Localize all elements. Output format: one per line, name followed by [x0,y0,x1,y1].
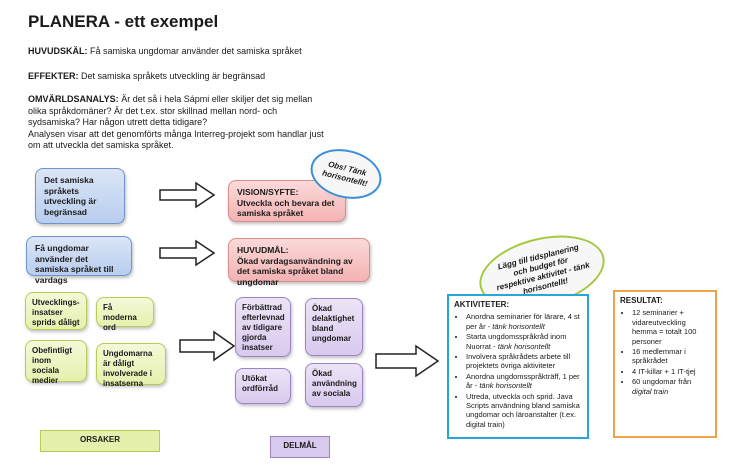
arrow-right-icon [159,239,216,267]
cause-box-language: Det samiska språkets utveckling är begrä… [35,168,125,224]
huvudmal-box: HUVUDMÅL: Ökad vardagsanvändning av det … [228,238,370,287]
effekter-text: Det samiska språkets utveckling är begrä… [78,71,266,81]
aktiviteter-item: Utreda, utveckla och sprid. Java Scripts… [466,392,582,430]
resultat-item: 12 seminarier + vidareutveckling hemma =… [632,308,710,346]
arrow-right-icon [159,181,216,209]
huvudskal-text: Få samiska ungdomar använder det samiska… [87,46,302,56]
cause-box-youth-text: Få ungdomar använder det samiska språket… [35,243,114,285]
huvudskal-label: HUVUDSKÄL: [28,46,88,56]
aktiviteter-item-text: Anordna seminarier för lärare, 4 st per … [466,312,580,331]
delmal-box-1: Förbättrad efterlevnad av tidigare gjord… [235,297,291,357]
cause-box-youth: Få ungdomar använder det samiska språket… [26,236,132,285]
aktiviteter-item-emphasis: tänk horisontellt [497,341,551,351]
delmal-box-4: Ökad användning av sociala [305,363,363,407]
aktiviteter-item: Starta ungdomsspråkråd inom Nuorrat - tä… [466,332,582,351]
resultat-item-text: 16 medlemmar i språkrådet [632,347,686,366]
orsak-2-text: Få moderna ord [103,303,137,332]
cause-box-language-text: Det samiska språkets utveckling är begrä… [44,175,97,217]
aktiviteter-item-text: Utreda, utveckla och sprid. Java Scripts… [466,391,580,429]
huvudmal-label: HUVUDMÅL: [237,245,289,255]
arrow-right-icon [375,344,440,378]
huvudmal-text: Ökad vardagsanvändning av det samiska sp… [237,255,353,287]
resultat-item-text: 12 seminarier + vidareutveckling hemma =… [632,308,697,346]
aktiviteter-item: Involvera språkrådets arbete till projek… [466,352,582,371]
aktiviteter-item: Anordna seminarier för lärare, 4 st per … [466,312,582,331]
delmal-4-text: Ökad användning av sociala [312,369,357,398]
delmal-box-2: Ökad delaktighet bland ungdomar [305,298,363,356]
huvudskal-line: HUVUDSKÄL: Få samiska ungdomar använder … [28,46,328,58]
orsak-box-3: Obefintligt inom sociala medier [25,340,87,385]
vision-text: Utveckla och bevara det samiska språket [237,197,335,219]
resultat-title: RESULTAT: [620,296,663,305]
omvarldsanalys-block: OMVÄRLDSANALYS: Är det så i hela Sápmi e… [28,94,328,152]
delmal-1-text: Förbättrad efterlevnad av tidigare gjord… [242,303,285,352]
orsaker-label-text: ORSAKER [79,435,120,444]
aktiviteter-title: AKTIVITETER: [454,300,510,309]
omvarld-text: Är det så i hela Sápmi eller skiljer det… [28,94,313,127]
tank-oval-text: Obs! Tänk horisontellt! [321,159,369,189]
resultat-item-text: 4 IT-killar + 1 IT-tjej [632,366,696,376]
aktiviteter-item-emphasis: tänk horisontellt [492,321,545,331]
resultat-item: 16 medlemmar i språkrådet [632,347,710,366]
orsak-box-2: Få moderna ord [96,297,154,332]
resultat-frame: RESULTAT: 12 seminarier + vidareutveckli… [613,290,717,438]
orsak-3-text: Obefintligt inom sociala medier [32,346,72,385]
aktiviteter-item: Anordna ungdomsspråkträff, 1 per år - tä… [466,372,582,391]
delmal-2-text: Ökad delaktighet bland ungdomar [312,304,355,343]
omvarld-text2: Analysen visar att det genomförts många … [28,128,324,151]
delmal-3-text: Utökat ordförråd [242,374,278,393]
page-title: PLANERA - ett exempel [28,12,219,31]
delmal-box-3: Utökat ordförråd [235,368,291,404]
arrow-right-icon [179,330,236,362]
resultat-item: 4 IT-killar + 1 IT-tjej [632,367,710,376]
orsak-1-text: Utvecklings-insatser sprids dåligt [32,298,80,327]
orsak-box-1: Utvecklings-insatser sprids dåligt [25,292,87,330]
resultat-item-emphasis: digital train [632,386,669,396]
resultat-item: 60 ungdomar från digital train [632,377,710,396]
aktiviteter-item-text: Anordna ungdomsspråkträff, 1 per år - [466,371,580,391]
effekter-label: EFFEKTER: [28,71,79,81]
resultat-item-text: 60 ungdomar från [632,377,692,387]
delmal-label-text: DELMÅL [283,441,317,450]
aktiviteter-list: Anordna seminarier för lärare, 4 st per … [454,312,582,429]
aktiviteter-item-text: Involvera språkrådets arbete till projek… [466,352,571,371]
delmal-label: DELMÅL [270,436,330,458]
orsaker-label: ORSAKER [40,430,160,452]
aktiviteter-item-emphasis: tänk horisontellt [479,381,532,391]
aktiviteter-frame: AKTIVITETER: Anordna seminarier för lära… [447,294,589,439]
orsak-4-text: Ungdomarna är dåligt involverade i insat… [103,349,153,388]
resultat-list: 12 seminarier + vidareutveckling hemma =… [620,308,710,396]
effekter-line: EFFEKTER: Det samiska språkets utvecklin… [28,71,328,83]
aktiviteter-item-text: Starta ungdomsspråkråd inom Nuorrat - [466,332,567,351]
vision-label: VISION/SYFTE: [237,187,299,197]
orsak-box-4: Ungdomarna är dåligt involverade i insat… [96,343,166,388]
omvarld-label: OMVÄRLDSANALYS: [28,94,119,104]
